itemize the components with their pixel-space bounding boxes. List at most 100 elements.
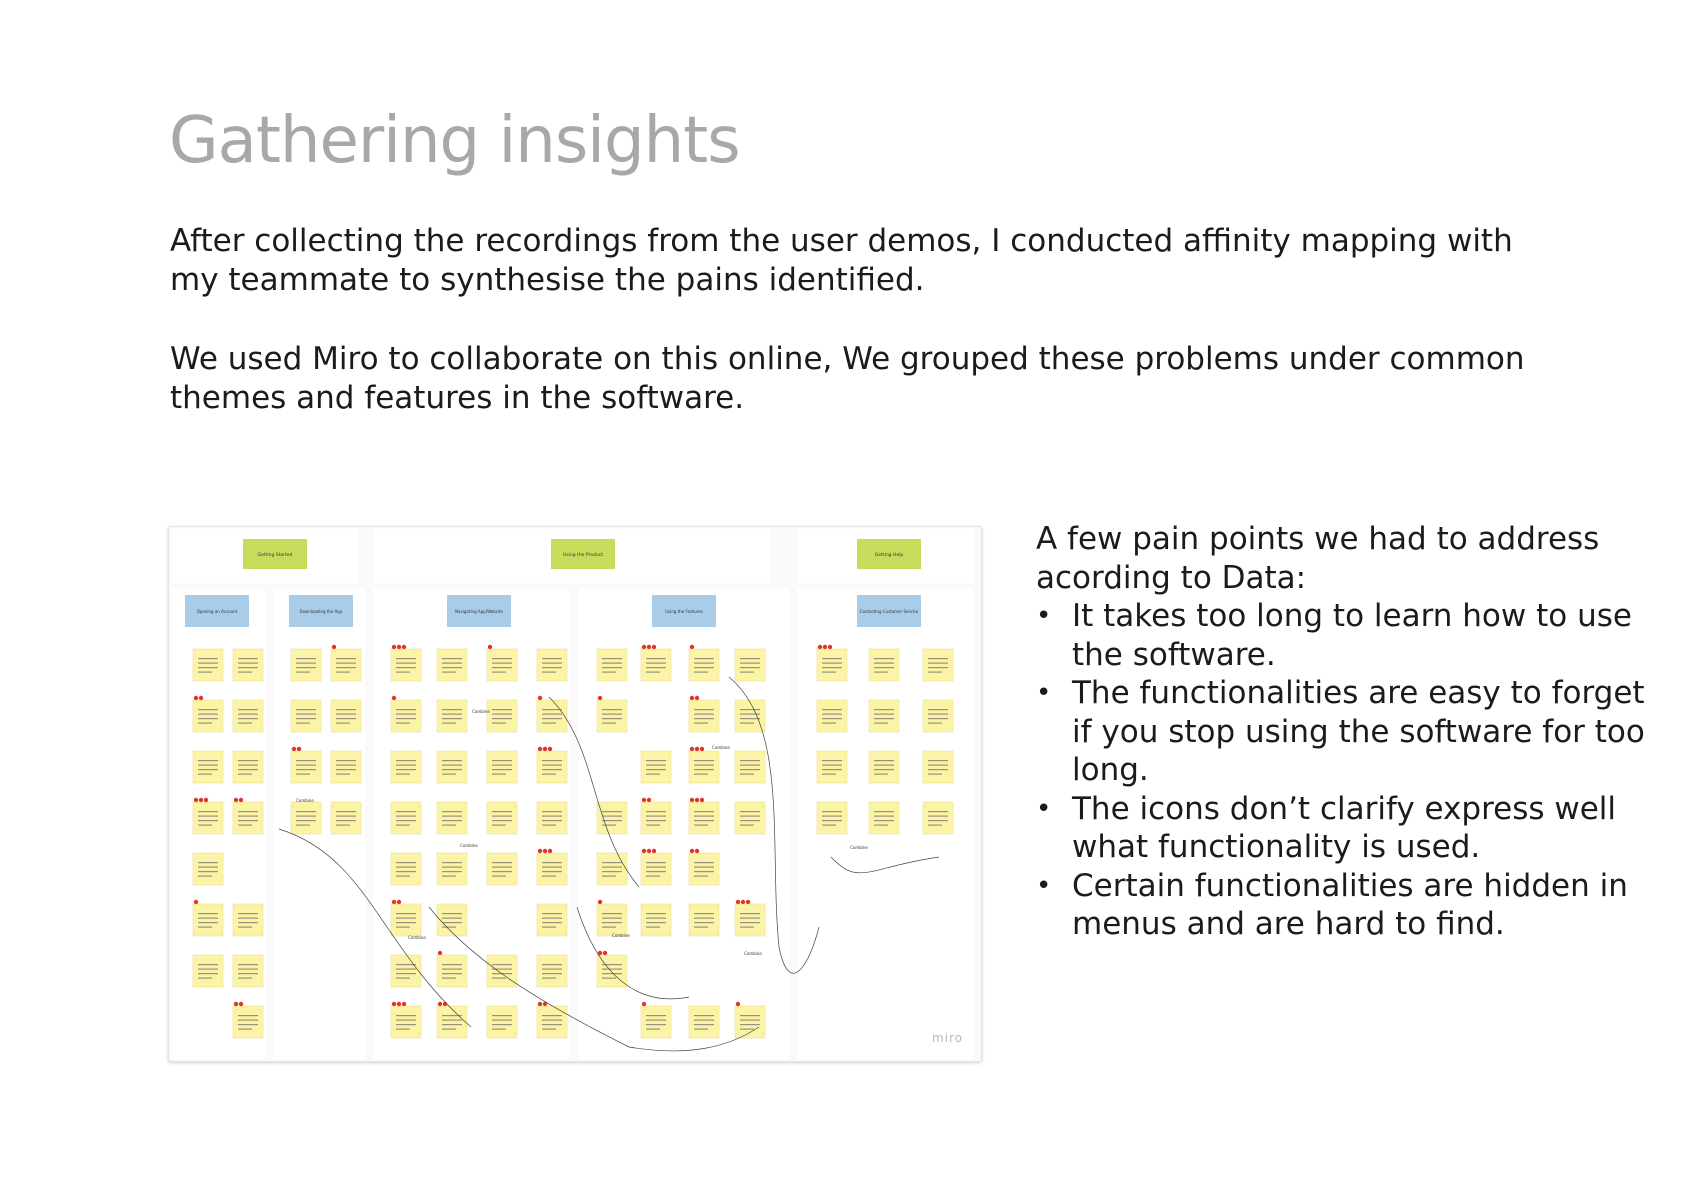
sticky-note	[232, 954, 264, 988]
category-sticky	[447, 595, 511, 627]
pain-points-intro: A few pain points we had to address acor…	[1036, 521, 1600, 596]
sticky-note	[734, 750, 766, 784]
sticky-note-text-line	[822, 820, 842, 822]
sticky-note	[536, 1005, 568, 1039]
sticky-note-text-line	[238, 968, 258, 970]
sticky-note-text-line	[396, 964, 416, 966]
sticky-note-text-line	[238, 709, 258, 711]
sticky-note-text-line	[198, 968, 218, 970]
sticky-note-text-line	[646, 926, 660, 928]
sticky-note	[486, 954, 518, 988]
sticky-note-text-line	[442, 811, 462, 813]
sticky-note-text-line	[694, 1028, 708, 1030]
sticky-note	[816, 801, 848, 835]
sticky-note	[390, 648, 422, 682]
connector-line	[728, 676, 820, 974]
sticky-note-text-line	[238, 713, 258, 715]
pain-point-item: It takes too long to learn how to use th…	[1036, 597, 1656, 674]
connector-label: Combine	[408, 935, 426, 940]
sticky-note-text-line	[336, 769, 356, 771]
vote-dot	[735, 1001, 741, 1007]
sticky-note-text-line	[542, 875, 556, 877]
vote-dot	[699, 797, 705, 803]
sticky-note-text-line	[198, 875, 212, 877]
sticky-note-text-line	[694, 820, 714, 822]
sticky-note-text-line	[646, 667, 666, 669]
sticky-note-text-line	[442, 866, 462, 868]
sticky-note-text-line	[442, 1015, 462, 1017]
sticky-note-text-line	[238, 922, 258, 924]
sticky-note-text-line	[822, 722, 836, 724]
sticky-note-text-line	[694, 875, 708, 877]
sticky-note-text-line	[542, 662, 562, 664]
sticky-note-text-line	[602, 671, 616, 673]
sticky-note-text-line	[198, 913, 218, 915]
sticky-note-text-line	[822, 671, 836, 673]
sticky-note-text-line	[874, 773, 888, 775]
sticky-note-text-line	[336, 718, 356, 720]
vote-dot	[646, 797, 652, 803]
sticky-note	[486, 852, 518, 886]
sticky-note-text-line	[928, 709, 948, 711]
sticky-note	[536, 852, 568, 886]
sticky-note-text-line	[542, 718, 562, 720]
sticky-note-text-line	[396, 913, 416, 915]
sticky-note-text-line	[442, 760, 462, 762]
sticky-note	[232, 1005, 264, 1039]
sticky-note-text-line	[646, 1015, 666, 1017]
sticky-note	[390, 1005, 422, 1039]
sticky-note	[688, 1005, 720, 1039]
page-title: Gathering insights	[169, 104, 741, 178]
sticky-note-text-line	[492, 773, 506, 775]
vote-dot	[396, 899, 402, 905]
vote-dot	[646, 848, 652, 854]
sticky-note-text-line	[646, 875, 660, 877]
sticky-note-text-line	[694, 1024, 714, 1026]
sticky-note-text-line	[928, 671, 942, 673]
sticky-note-text-line	[198, 922, 218, 924]
sticky-note	[688, 648, 720, 682]
vote-dot	[331, 644, 337, 650]
sticky-note-text-line	[646, 1028, 660, 1030]
vote-dot	[193, 899, 199, 905]
vote-dot	[745, 899, 751, 905]
sticky-note-text-line	[874, 709, 894, 711]
sticky-note-text-line	[296, 709, 316, 711]
sticky-note	[640, 903, 672, 937]
vote-dot	[602, 950, 608, 956]
sticky-note-text-line	[238, 1015, 258, 1017]
vote-dot	[547, 848, 553, 854]
sticky-note-text-line	[396, 671, 410, 673]
sticky-note-text-line	[542, 913, 562, 915]
theme-sticky-label: Getting Started	[258, 552, 293, 558]
sticky-note-text-line	[442, 773, 456, 775]
sticky-note-text-line	[396, 662, 416, 664]
sticky-note-text-line	[740, 922, 760, 924]
vote-dot	[641, 797, 647, 803]
sticky-note-text-line	[442, 875, 456, 877]
sticky-note	[290, 648, 322, 682]
sticky-note	[290, 699, 322, 733]
sticky-note-text-line	[602, 926, 616, 928]
sticky-note	[816, 648, 848, 682]
sticky-note-text-line	[928, 662, 948, 664]
pain-point-item: The icons don’t clarify express well wha…	[1036, 790, 1656, 867]
connector-line	[548, 696, 640, 888]
sticky-note-text-line	[198, 662, 218, 664]
sticky-note	[192, 801, 224, 835]
sticky-note	[486, 648, 518, 682]
sticky-note	[596, 648, 628, 682]
sticky-note	[232, 699, 264, 733]
sticky-note	[688, 750, 720, 784]
vote-dot	[689, 848, 695, 854]
sticky-note-text-line	[238, 662, 258, 664]
pain-point-item: The functionalities are easy to forget i…	[1036, 674, 1656, 790]
vote-dot	[296, 746, 302, 752]
vote-dot	[401, 1001, 407, 1007]
sticky-note	[868, 648, 900, 682]
sticky-note-text-line	[602, 667, 622, 669]
sticky-note-text-line	[492, 722, 506, 724]
sticky-note-text-line	[336, 709, 356, 711]
sticky-note-text-line	[336, 713, 356, 715]
